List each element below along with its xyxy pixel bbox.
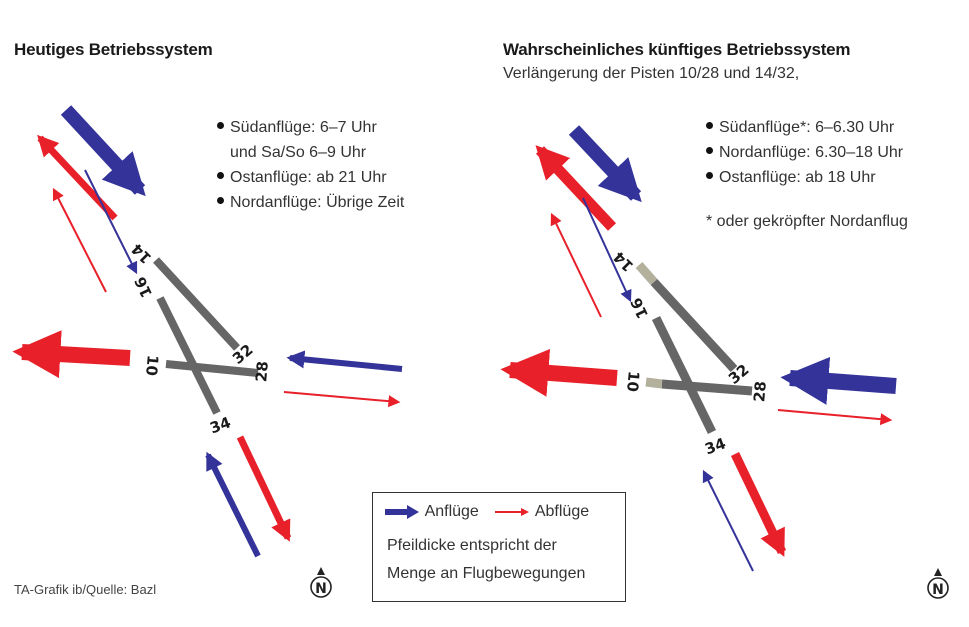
left-diagram: 14 16 10 32 28 34 (12, 105, 403, 558)
approach-arrow-south-thick (60, 105, 146, 197)
legend-box: Anflüge Abflüge Pfeildicke entspricht de… (372, 492, 626, 602)
left-panel-title: Heutiges Betriebssystem (14, 40, 213, 59)
approach-arrow-east-medium (286, 350, 403, 372)
legend-row-arrows: Anflüge Abflüge (385, 503, 589, 521)
runway-10-28 (661, 379, 753, 396)
bullet-item: Südanflüge: 6–7 Uhr (217, 115, 404, 140)
approach-arrow-south-thin (582, 197, 632, 303)
runway-14-32 (650, 278, 738, 373)
approach-arrow-north-medium (205, 451, 261, 558)
runway-label-34: 34 (702, 434, 728, 458)
bullet-icon (706, 172, 713, 180)
right-panel-title: Wahrscheinliches künftiges Betriebssyste… (503, 40, 851, 59)
approach-arrow-east-thick (780, 356, 897, 405)
departure-arrow-south-medium (236, 435, 292, 542)
bullet-item: Nordanflüge: 6.30–18 Uhr (706, 140, 903, 165)
legend-text-line-1: Pfeildicke entspricht der (387, 537, 557, 554)
bullet-icon (217, 122, 224, 130)
runway-label-16: 16 (131, 274, 156, 301)
departure-legend-arrow-icon (495, 507, 530, 516)
footnote: * oder gekröpfter Nordanflug (706, 213, 908, 230)
bullet-icon (706, 147, 713, 155)
departure-arrow-nw-thin (52, 187, 107, 293)
left-bullet-list: Südanflüge: 6–7 Uhr und Sa/So 6–9 Uhr Os… (217, 115, 404, 215)
svg-text:N: N (932, 582, 944, 598)
runway-label-34: 34 (207, 413, 233, 437)
bullet-item: Nordanflüge: Übrige Zeit (217, 190, 404, 215)
runway-label-28: 28 (750, 380, 770, 402)
runway-label-16: 16 (627, 295, 652, 322)
departure-arrow-east-thin (777, 409, 893, 426)
bullet-item: Ostanflüge: ab 18 Uhr (706, 165, 903, 190)
runway-14-extension (635, 262, 658, 285)
runway-14-32 (153, 257, 240, 351)
north-compass-icon-right: N (927, 568, 949, 599)
runway-label-10: 10 (623, 370, 643, 392)
bullet-icon (217, 172, 224, 180)
bullet-item: Ostanflüge: ab 21 Uhr (217, 165, 404, 190)
approach-arrow-north-thin (702, 469, 754, 572)
bullet-item-continuation: und Sa/So 6–9 Uhr (230, 144, 367, 161)
approach-arrow-south-thin (84, 169, 138, 275)
runway-10-extension (645, 377, 663, 389)
runway-16-34 (156, 296, 221, 415)
approach-legend-arrow-icon (385, 504, 419, 519)
right-bullet-list: Südanflüge*: 6–6.30 Uhr Nordanflüge: 6.3… (706, 115, 903, 190)
approach-arrow-south-thick (568, 125, 642, 203)
departure-arrow-east-thin (283, 391, 401, 408)
departure-arrow-nw-thin (550, 212, 602, 318)
bullet-icon (706, 122, 713, 130)
runway-10-28 (165, 360, 259, 377)
runway-16-34 (651, 316, 717, 434)
departure-arrow-west-thick (500, 348, 618, 397)
runway-label-14: 14 (610, 248, 637, 275)
svg-text:N: N (315, 581, 327, 597)
legend-text-line-2: Menge an Flugbewegungen (387, 565, 586, 582)
departure-arrow-west-thick (12, 330, 131, 379)
legend-approach-label: Anflüge (424, 503, 479, 520)
right-diagram: 14 16 10 32 28 34 (500, 125, 897, 572)
departure-arrow-south-medium (730, 452, 787, 557)
bullet-icon (217, 197, 224, 205)
north-compass-icon-left: N (310, 567, 332, 598)
legend-departure-label: Abflüge (534, 503, 590, 520)
runway-label-28: 28 (252, 360, 272, 382)
bullet-item: Südanflüge*: 6–6.30 Uhr (706, 115, 903, 140)
right-panel-subtitle: Verlängerung der Pisten 10/28 und 14/32, (503, 65, 800, 82)
runway-label-10: 10 (142, 354, 162, 376)
departure-arrow-nw-thick (535, 145, 617, 231)
source-credit: TA-Grafik ib/Quelle: Bazl (14, 582, 157, 597)
